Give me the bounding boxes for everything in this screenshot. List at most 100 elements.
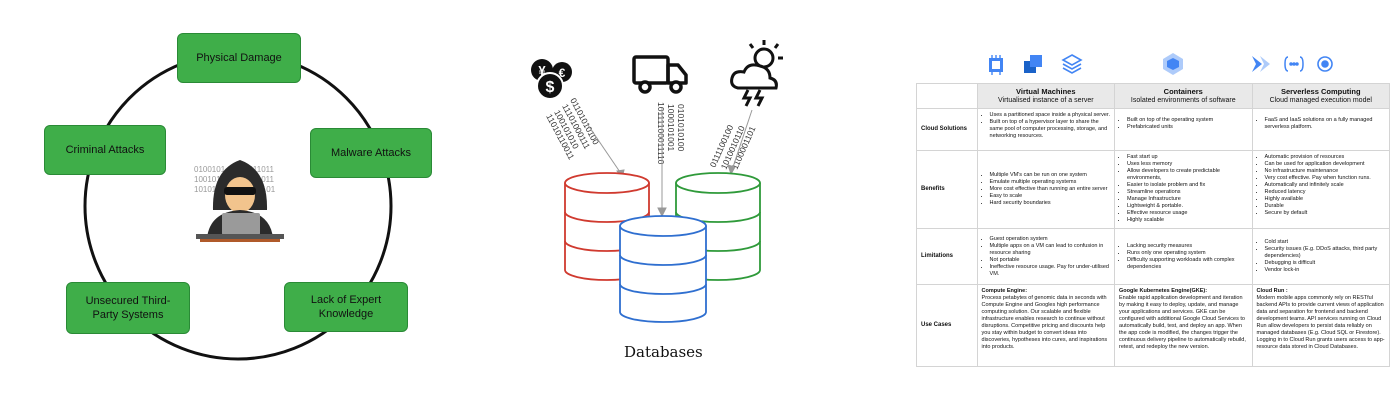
arrow-head: [727, 164, 736, 176]
list-item: Automatic provision of resources: [1265, 154, 1386, 161]
binary-text: 1000101001: [666, 104, 676, 152]
database-cylinder-blue: [619, 215, 707, 323]
use-case-text: Enable rapid application development and…: [1119, 295, 1246, 350]
threats-circle-svg: 0100101 1011011 1001010 1011011 1010101 …: [83, 51, 393, 361]
comparison-table: Virtual Machines Virtualised instance of…: [916, 83, 1390, 367]
binary-text: 0101010100: [676, 104, 686, 152]
list-item: Streamline operations: [1127, 189, 1247, 196]
cell-containers-benefits: Fast start up Uses less memory Allow dev…: [1114, 150, 1253, 229]
cell-containers-limitations: Lacking security measures Runs only one …: [1114, 228, 1253, 285]
cell-serverless-cloud: FaaS and IaaS solutions on a fully manag…: [1251, 108, 1390, 151]
table-row: Benefits Multiple VM's can be run on one…: [916, 150, 1390, 229]
list-item: Hard security boundaries: [990, 200, 1110, 207]
table-row: Limitations Guest operation system Multi…: [916, 228, 1390, 285]
column-header-vm: Virtual Machines Virtualised instance of…: [976, 83, 1116, 109]
row-label: Cloud Solutions: [916, 108, 978, 151]
row-label: Limitations: [916, 228, 978, 285]
list-item: Can be used for application development: [1265, 161, 1386, 168]
list-item: Fast start up: [1127, 154, 1247, 161]
cell-serverless-benefits: Automatic provision of resources Can be …: [1251, 150, 1390, 229]
row-label: Use Cases: [916, 284, 978, 367]
list-item: Prefabricated units: [1127, 124, 1247, 131]
column-title: Virtual Machines: [1016, 87, 1076, 96]
list-item: Automatically and infinitely scale: [1265, 182, 1386, 189]
column-subtitle: Cloud managed execution model: [1269, 97, 1372, 104]
table-corner-cell: [916, 83, 978, 109]
threat-criminal-attacks: Criminal Attacks: [44, 125, 166, 175]
cell-vm-benefits: Multiple VM's can be run on one system E…: [976, 150, 1116, 229]
threat-physical-damage: Physical Damage: [177, 33, 301, 83]
binary-text: 0100101: [194, 165, 226, 174]
service-icons: [989, 53, 1333, 75]
list-item: Multiple apps on a VM can lead to confus…: [990, 243, 1110, 257]
databases-svg: ¥ € $ 01101010100 11101000111 100101010 …: [531, 40, 783, 323]
weather-icon: [730, 40, 783, 107]
list-item: Uses less memory: [1127, 161, 1247, 168]
table-header-row: Virtual Machines Virtualised instance of…: [916, 83, 1390, 109]
cell-serverless-usecases: Cloud Run : Modern mobile apps commonly …: [1251, 284, 1390, 367]
list-item: Highly available: [1265, 196, 1386, 203]
cloud-comparison-table: Virtual Machines Virtualised instance of…: [910, 0, 1400, 405]
column-title: Serverless Computing: [1280, 87, 1361, 96]
cell-containers-cloud: Built on top of the operating system Pre…: [1114, 108, 1253, 151]
cell-serverless-limitations: Cold start Security issues (E.g. DDoS at…: [1251, 228, 1390, 285]
list-item: Multiple VM's can be run on one system: [990, 172, 1110, 179]
databases-title: Databases: [624, 343, 703, 361]
vm-stack-icon: [1024, 55, 1042, 73]
column-title: Containers: [1163, 87, 1203, 96]
list-item: No infrastructure maintenance: [1265, 168, 1386, 175]
threat-lack-of-expert-knowledge: Lack of Expert Knowledge: [284, 282, 408, 332]
row-label: Benefits: [916, 150, 978, 229]
currency-icon: ¥ € $: [531, 59, 572, 100]
list-item: Lacking security measures: [1127, 243, 1247, 250]
cell-vm-cloud: Uses a partitioned space inside a physic…: [976, 108, 1116, 151]
list-item: Built on top of a hypervisor layer to sh…: [990, 119, 1110, 140]
cell-containers-usecases: Google Kubernetes Engine(GKE): Enable ra…: [1114, 284, 1253, 367]
list-item: Effective resource usage: [1127, 210, 1247, 217]
svg-text:$: $: [546, 79, 555, 96]
list-item: More cost effective than running an enti…: [990, 186, 1110, 193]
list-item: Reduced latency: [1265, 189, 1386, 196]
cloud-run-icon: [1252, 56, 1270, 72]
use-case-text: Process petabytes of genomic data in sec…: [981, 295, 1108, 350]
list-item: Emulate multiple operating systems: [990, 179, 1110, 186]
list-item: Easy to scale: [990, 193, 1110, 200]
cell-vm-usecases: Compute Engine: Process petabytes of gen…: [976, 284, 1116, 367]
list-item: Guest operation system: [990, 236, 1110, 243]
list-item: Secure by default: [1265, 210, 1386, 217]
use-case-text: Modern mobile apps commonly rely on REST…: [1256, 295, 1385, 350]
compute-chip-icon: [989, 55, 1003, 75]
threat-unsecured-third-party: Unsecured Third-Party Systems: [66, 282, 190, 334]
list-item: Ineffective resource usage. Pay for unde…: [990, 264, 1110, 278]
list-item: Manage Infrastructure: [1127, 196, 1247, 203]
list-item: Highly scalable: [1127, 217, 1247, 224]
list-item: FaaS and IaaS solutions on a fully manag…: [1265, 117, 1386, 131]
app-engine-icon: [1317, 56, 1333, 72]
svg-text:€: €: [559, 66, 566, 80]
flow-arrow: [587, 124, 623, 176]
table-row: Cloud Solutions Uses a partitioned space…: [916, 108, 1390, 151]
list-item: Not portable: [990, 257, 1110, 264]
column-header-containers: Containers Isolated environments of soft…: [1114, 83, 1253, 109]
use-case-title: Google Kubernetes Engine(GKE):: [1119, 288, 1208, 294]
column-subtitle: Virtualised instance of a server: [997, 97, 1094, 104]
list-item: Uses a partitioned space inside a physic…: [990, 112, 1110, 119]
truck-icon: [632, 55, 688, 94]
binary-text: 1010101: [194, 185, 226, 194]
threats-diagram: 0100101 1011011 1001010 1011011 1010101 …: [0, 0, 470, 405]
cell-vm-limitations: Guest operation system Multiple apps on …: [976, 228, 1116, 285]
list-item: Cold start: [1265, 239, 1386, 246]
use-case-title: Cloud Run :: [1256, 288, 1288, 294]
binary-text: 1011011: [244, 165, 275, 174]
column-header-serverless: Serverless Computing Cloud managed execu…: [1251, 83, 1390, 109]
column-subtitle: Isolated environments of software: [1130, 97, 1236, 104]
list-item: Allow developers to create predictable e…: [1127, 168, 1247, 182]
flow-arrow: [731, 109, 753, 171]
table-row: Use Cases Compute Engine: Process petaby…: [916, 284, 1390, 367]
list-item: Debugging is difficult: [1265, 260, 1386, 267]
list-item: Lightweight & portable.: [1127, 203, 1247, 210]
list-item: Difficulty supporting workloads with com…: [1127, 257, 1247, 271]
use-case-title: Compute Engine:: [981, 288, 1028, 294]
hacker-icon: [196, 160, 284, 242]
binary-text: 1001010: [194, 175, 226, 184]
